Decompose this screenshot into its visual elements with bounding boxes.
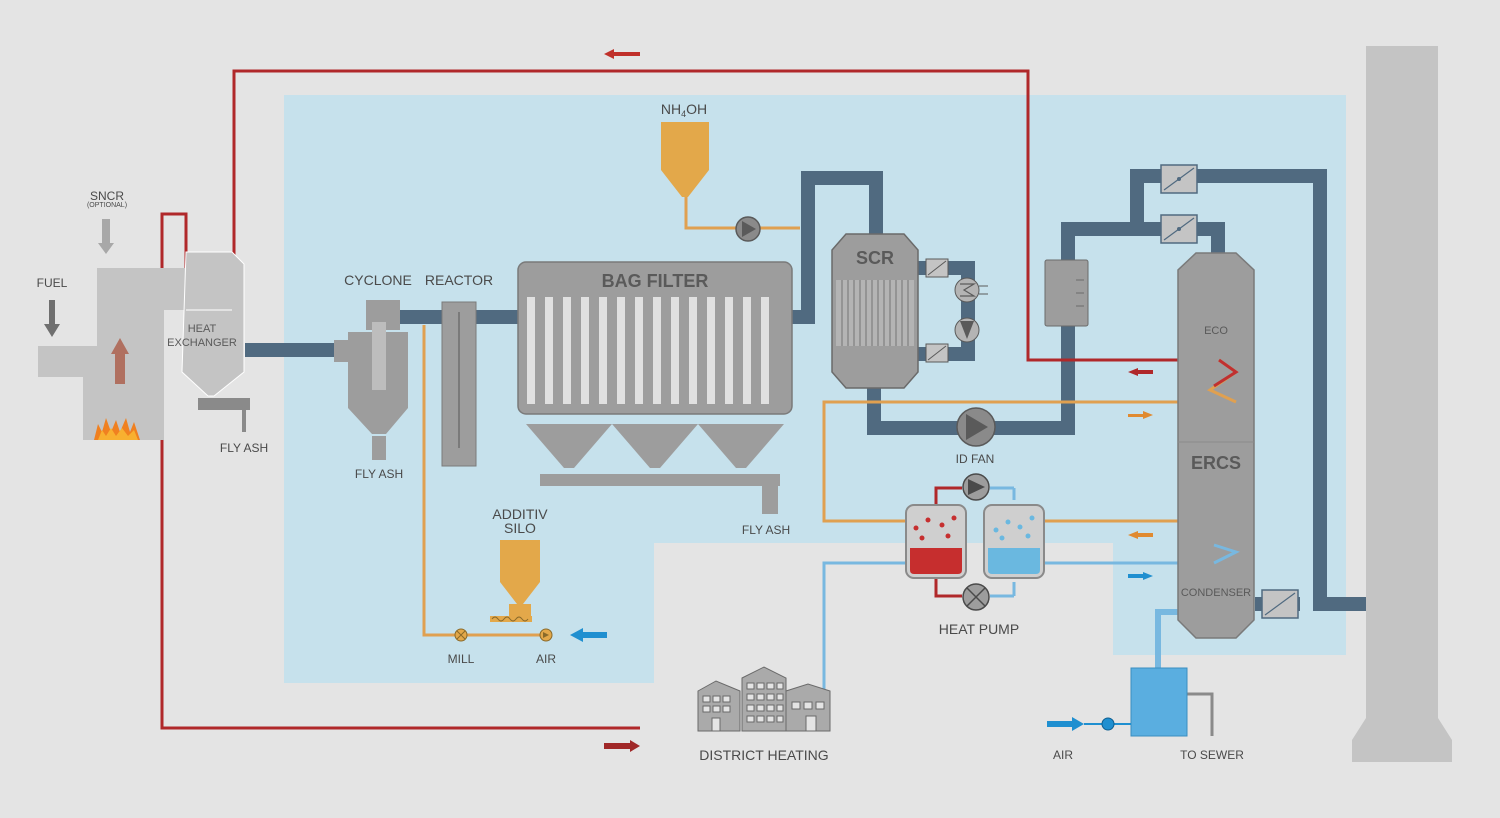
- arrow-eco-in: [1128, 411, 1153, 419]
- bag-filter: [517, 261, 793, 514]
- label-heat-exchanger-1: HEAT: [188, 323, 217, 335]
- label-fly-ash-filter: FLY ASH: [742, 523, 790, 537]
- label-additiv-silo-1: ADDITIV: [492, 506, 548, 522]
- arrow-ercs-in: [1128, 572, 1153, 580]
- nh4oh-pump-icon: [735, 216, 761, 242]
- label-mill: MILL: [448, 652, 475, 666]
- damper-mid-icon: [1160, 214, 1198, 244]
- label-fly-ash-boiler: FLY ASH: [220, 441, 268, 455]
- label-fly-ash-cyclone: FLY ASH: [355, 467, 403, 481]
- additiv-silo: [490, 540, 540, 622]
- label-sncr: SNCR: [90, 189, 124, 203]
- label-additiv-silo-2: SILO: [504, 520, 536, 536]
- district-heating-buildings: [697, 666, 831, 732]
- sewer-tank: [1130, 667, 1188, 737]
- air-blower-bottom-icon: [1084, 717, 1131, 731]
- label-heat-exchanger-2: EXCHANGER: [167, 337, 237, 349]
- label-to-sewer: TO SEWER: [1180, 748, 1244, 762]
- label-fuel: FUEL: [37, 276, 68, 290]
- heat-pump-expansion-valve-icon: [962, 583, 990, 611]
- sncr-arrow-icon: [98, 219, 114, 254]
- scr-damper-bottom-icon: [925, 343, 949, 363]
- arrow-air-bottom: [1047, 717, 1084, 731]
- ercs-tower: [1177, 252, 1255, 639]
- scr-heat-exchanger-icon: [954, 277, 988, 303]
- arrow-air-additive: [570, 628, 607, 642]
- arrow-ercs-out: [1128, 531, 1153, 539]
- damper-top-icon: [1160, 164, 1198, 194]
- label-eco: ECO: [1204, 325, 1228, 337]
- cyclone: [334, 300, 408, 460]
- label-optional: (OPTIONAL): [87, 202, 127, 209]
- label-cyclone: CYCLONE: [344, 272, 412, 288]
- damper-stack-icon: [1261, 589, 1299, 619]
- id-fan-icon: [956, 407, 996, 447]
- reheater: [1044, 259, 1089, 327]
- label-nh4oh: NH4OH: [661, 101, 707, 119]
- label-id-fan: ID FAN: [956, 452, 995, 466]
- arrow-eco-out: [1128, 368, 1153, 376]
- scr: [831, 233, 919, 389]
- stack: [1352, 46, 1452, 762]
- label-district-heating: DISTRICT HEATING: [699, 747, 828, 763]
- reactor: [441, 301, 477, 467]
- arrow-return-top: [604, 49, 640, 59]
- label-heat-pump: HEAT PUMP: [939, 621, 1019, 637]
- heat-pump: [905, 504, 1045, 579]
- scr-fan-icon: [954, 317, 980, 343]
- flow-arrows: [570, 49, 1153, 752]
- eco-coil-red: [1213, 358, 1239, 388]
- nh4oh-silo: [661, 122, 709, 197]
- flame-icon: [94, 418, 140, 440]
- label-air-additive: AIR: [536, 652, 556, 666]
- mill-icon: [454, 628, 468, 642]
- label-air-bottom: AIR: [1053, 748, 1073, 762]
- sewer-drain: [1187, 692, 1214, 736]
- scr-damper-top-icon: [925, 258, 949, 278]
- label-ercs: ERCS: [1191, 453, 1241, 473]
- arrow-supply-bottom: [604, 740, 640, 752]
- air-blower-icon: [539, 628, 553, 642]
- condenser-coil: [1213, 543, 1240, 565]
- fuel-arrow-icon: [44, 300, 60, 337]
- label-scr: SCR: [856, 248, 894, 268]
- heat-up-arrow-icon: [111, 338, 129, 384]
- heat-exchanger: [181, 251, 250, 432]
- label-bag-filter: BAG FILTER: [602, 271, 709, 291]
- boiler: [38, 219, 186, 440]
- process-zone: [284, 95, 1346, 683]
- heat-pump-compressor-icon: [962, 473, 990, 501]
- label-condenser: CONDENSER: [1181, 587, 1251, 599]
- label-reactor: REACTOR: [425, 272, 493, 288]
